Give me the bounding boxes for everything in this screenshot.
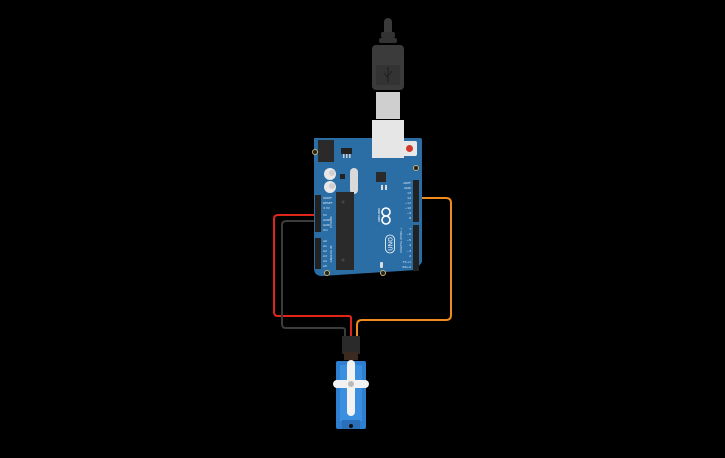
power-label: POWER bbox=[329, 216, 333, 227]
pin-label: RX←0 bbox=[402, 265, 411, 269]
pin-label: ~3 bbox=[407, 249, 412, 253]
power-wire[interactable] bbox=[273, 214, 352, 338]
digital-label: DIGITAL (PWM~) bbox=[399, 228, 403, 253]
pin-label: 5V bbox=[323, 213, 328, 217]
atmega-chip bbox=[336, 192, 354, 270]
pin-label: A1 bbox=[323, 244, 327, 248]
signal-wire[interactable] bbox=[356, 197, 452, 338]
pin-label: 7 bbox=[409, 227, 411, 231]
pin-label: A5 bbox=[323, 264, 327, 268]
pin-label: 13 bbox=[407, 191, 411, 195]
pin-label: ~5 bbox=[407, 238, 412, 242]
digital-header-high[interactable] bbox=[413, 180, 419, 222]
pin-label: 4 bbox=[409, 243, 411, 247]
pin-label: ~10 bbox=[405, 206, 411, 210]
pin-label: RESET bbox=[323, 201, 333, 205]
pin-label: ~6 bbox=[407, 232, 412, 236]
pin-label: AREF bbox=[403, 181, 411, 185]
servo-connector[interactable] bbox=[342, 336, 360, 354]
digital-header-low[interactable] bbox=[413, 225, 419, 271]
pin-label: 8 bbox=[409, 216, 411, 220]
pin-label: ~11 bbox=[405, 201, 411, 205]
pin-label: GND bbox=[323, 218, 331, 222]
pin-label: 3.3V bbox=[323, 206, 331, 210]
pin-label: Vin bbox=[323, 228, 328, 232]
micro-servo[interactable] bbox=[333, 336, 369, 429]
ground-wire[interactable] bbox=[281, 220, 346, 338]
usb-icon bbox=[383, 67, 393, 82]
pin-label: A3 bbox=[323, 254, 327, 258]
analog-header[interactable] bbox=[315, 238, 321, 269]
pin-label: GND bbox=[404, 186, 412, 190]
pin-label: 12 bbox=[407, 196, 411, 200]
brand-label: ARDUINO bbox=[377, 207, 381, 222]
arduino-logo bbox=[381, 207, 391, 225]
power-header[interactable] bbox=[315, 195, 321, 232]
pin-label: A2 bbox=[323, 249, 327, 253]
uno-label: UNO bbox=[388, 237, 395, 251]
pin-label: IOREF bbox=[323, 196, 332, 200]
pin-label: 2 bbox=[409, 254, 411, 258]
servo-horn[interactable] bbox=[333, 360, 369, 416]
crystal bbox=[350, 168, 358, 194]
pin-label: GND bbox=[323, 223, 331, 227]
pin-label: TX→1 bbox=[402, 260, 411, 264]
pin-label: ~9 bbox=[407, 211, 412, 215]
pin-label: A4 bbox=[323, 259, 327, 263]
power-jack bbox=[318, 140, 334, 162]
arduino-uno-board[interactable]: UNO ARDUINO POWER ANALOG IN DIGITAL (PWM… bbox=[312, 120, 423, 276]
pin-label: A0 bbox=[323, 239, 327, 243]
analog-in-label: ANALOG IN bbox=[329, 246, 333, 263]
